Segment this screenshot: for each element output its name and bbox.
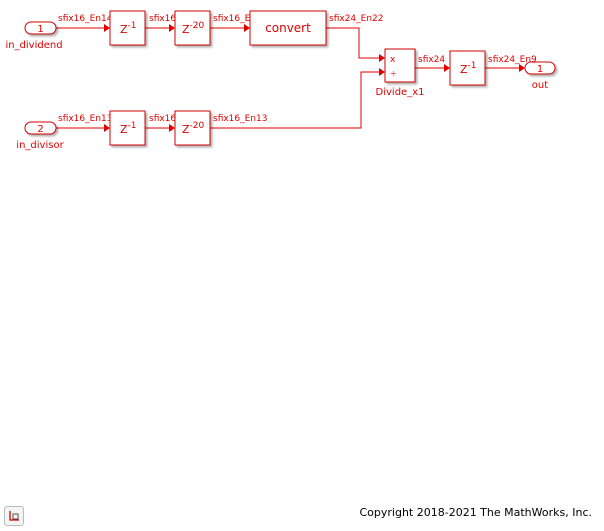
signal-label: sfix24_En9 <box>488 55 537 65</box>
delay-block-bottom-1[interactable]: Z-1 <box>109 110 146 146</box>
svg-text:in_divisor: in_divisor <box>16 140 64 151</box>
copyright-text: Copyright 2018-2021 The MathWorks, Inc. <box>359 506 592 519</box>
signal-label: sfix16_E <box>213 14 251 24</box>
fit-to-view-icon <box>9 511 19 521</box>
convert-block[interactable]: convert <box>249 10 327 46</box>
svg-text:Z-1: Z-1 <box>120 21 137 36</box>
fit-to-view-button[interactable] <box>4 506 24 526</box>
delay-block-top-20[interactable]: Z-20 <box>174 10 211 46</box>
signal-label: sfix16_En14 <box>58 14 113 24</box>
svg-text:1: 1 <box>37 24 43 35</box>
svg-text:1: 1 <box>537 64 543 75</box>
signal-label: sfix16_En13 <box>58 114 112 124</box>
inport-in-divisor[interactable]: 2 in_divisor <box>16 121 65 151</box>
signal-label: sfix24 <box>418 55 445 65</box>
svg-text:2: 2 <box>37 124 43 135</box>
svg-text:convert: convert <box>265 21 311 35</box>
signal-label: sfix16_En13 <box>213 114 267 124</box>
svg-text:Z-1: Z-1 <box>120 121 137 136</box>
inport-in-dividend[interactable]: 1 in_dividend <box>5 21 63 51</box>
svg-text:Z-20: Z-20 <box>182 21 205 36</box>
svg-text:Z-20: Z-20 <box>182 121 205 136</box>
signal-label: sfix24_En22 <box>329 14 383 24</box>
delay-block-out[interactable]: Z-1 <box>449 50 486 86</box>
svg-text:in_dividend: in_dividend <box>5 40 62 51</box>
signal-label: sfix16 <box>149 14 176 24</box>
outport-out[interactable]: 1 out <box>524 61 556 91</box>
svg-text:Divide_x1: Divide_x1 <box>376 87 425 98</box>
delay-block-bottom-20[interactable]: Z-20 <box>174 110 211 146</box>
svg-text:out: out <box>532 80 548 91</box>
svg-text:÷: ÷ <box>390 69 397 78</box>
signal-lines <box>56 24 525 132</box>
svg-text:x: x <box>390 55 396 65</box>
divide-block[interactable]: x ÷ Divide_x1 <box>376 48 425 98</box>
delay-block-top-1[interactable]: Z-1 <box>109 10 146 46</box>
signal-label: sfix16 <box>149 114 176 124</box>
svg-text:Z-1: Z-1 <box>460 61 477 76</box>
